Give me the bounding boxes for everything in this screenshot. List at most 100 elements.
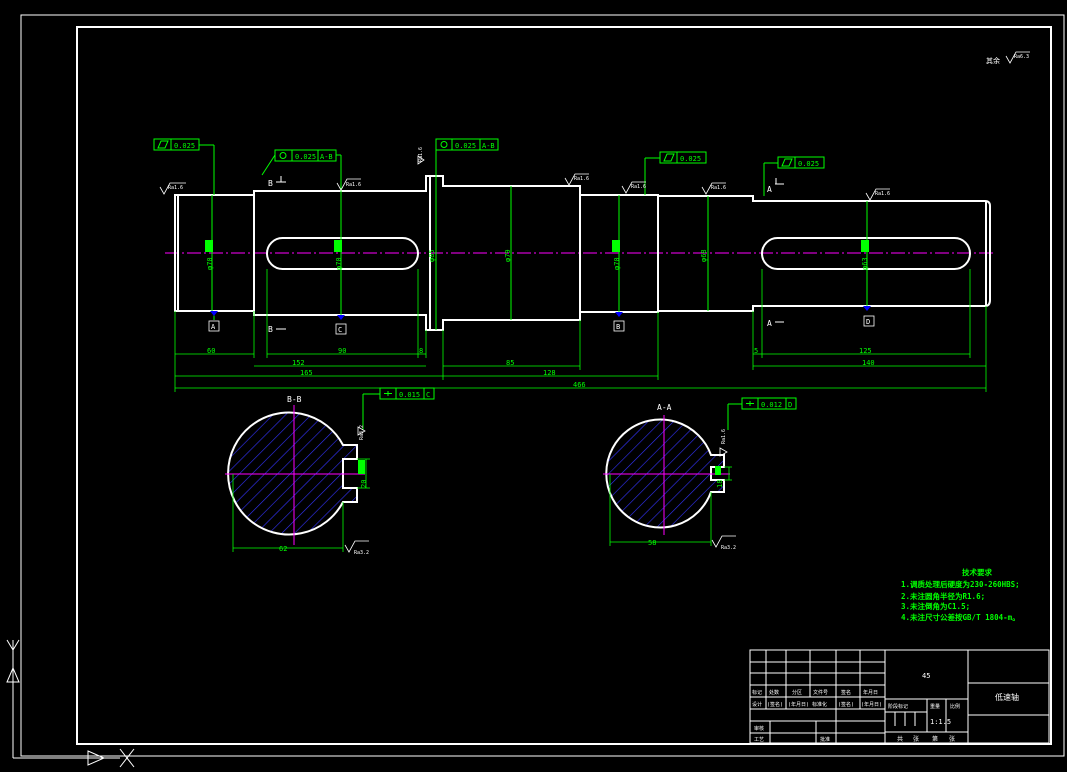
svg-text:B: B (268, 179, 273, 188)
svg-text:A: A (211, 323, 216, 331)
title-scale-label: 比例 (950, 703, 960, 710)
title-scale: 1:1.5 (930, 718, 951, 726)
title-sheets-1: 共 (897, 735, 903, 743)
datum-marker-b: B (613, 312, 625, 332)
diameter-label-4: φ79 (504, 249, 512, 262)
title-design-1: 设计 (752, 701, 762, 708)
svg-text:A: A (767, 319, 772, 328)
datum-marker-a: A (208, 311, 220, 332)
notes-line-1: 1.调质处理后硬度为230-260HBS; (901, 579, 1020, 589)
roughness-2: Ra1.6 (346, 182, 361, 188)
title-design-5: (签名) (838, 701, 854, 708)
title-design-6: (年月日) (861, 701, 882, 708)
svg-text:C: C (338, 326, 342, 334)
title-block (749, 649, 1050, 744)
section-bb-centerlines (225, 405, 365, 545)
tolerance-7-ref: D (788, 401, 792, 409)
title-row-6: 年月日 (863, 689, 878, 696)
diameter-label-6: φ68 (700, 249, 708, 262)
roughness-7: Ra1.6 (875, 191, 890, 197)
section-bb-marker (358, 460, 365, 474)
tolerance-6: 0.015 (399, 391, 420, 399)
keyway-right (761, 237, 971, 270)
title-row-1: 标记 (752, 689, 762, 696)
section-bb-width: 62 (279, 545, 287, 553)
tolerance-frame-7 (727, 397, 797, 430)
tolerance-3: 0.025 (455, 142, 476, 150)
title-design-3: (年月日) (788, 701, 809, 708)
dim-140: 140 (862, 359, 875, 367)
section-aa-width: 58 (648, 539, 656, 547)
section-aa-roughness-1: Ra1.6 (721, 429, 727, 444)
section-bb-label: B-B (287, 395, 302, 404)
notes-line-4: 4.未注尺寸公差按GB/T 1804-m。 (901, 612, 1020, 622)
title-sheets-4: 张 (949, 735, 955, 743)
tolerance-7: 0.012 (761, 401, 782, 409)
roughness-symbols (159, 155, 890, 201)
section-aa-roughness-symbols (711, 447, 736, 548)
dim-85: 85 (506, 359, 514, 367)
title-material: 45 (922, 672, 930, 680)
dim-165: 165 (300, 369, 313, 377)
tolerance-frame-5 (763, 156, 825, 196)
dim-466: 466 (573, 381, 586, 389)
roughness-6: Ra1.6 (711, 185, 726, 191)
inner-border (76, 26, 1052, 745)
tolerance-frame-1 (153, 138, 215, 195)
svg-text:A: A (767, 185, 772, 194)
tolerance-3-ref: A-B (482, 142, 495, 150)
tolerance-4: 0.025 (680, 155, 701, 163)
notes-title: 技术要求 (962, 567, 992, 577)
section-bb-roughness-2: Ra3.2 (354, 550, 369, 556)
title-review: 审核 (754, 725, 764, 732)
section-bb-roughness-symbols (344, 426, 369, 553)
tolerance-frame-2 (261, 149, 342, 191)
section-bb-dims (232, 458, 370, 552)
technical-notes: 技术要求 1.调质处理后硬度为230-260HBS; 2.未注圆角半径为R1.6… (901, 567, 1020, 622)
tolerance-5: 0.025 (798, 160, 819, 168)
dim-8: 8 (419, 347, 423, 355)
notes-line-2: 2.未注圆角半径为R1.6; (901, 591, 985, 601)
diameter-label-1: φ70 (206, 257, 214, 270)
corner-roughness-value: Ra6.3 (1014, 54, 1029, 60)
outer-border (20, 14, 1065, 757)
tolerance-frame-6 (362, 387, 435, 430)
notes-line-3: 3.未注倒角为C1.5; (901, 601, 970, 611)
title-part-name: 低速轴 (995, 692, 1019, 702)
title-design-4: 标准化 (812, 701, 827, 708)
dim-5: 5 (754, 347, 758, 355)
title-design-2: (签名) (767, 701, 783, 708)
dim-60: 60 (207, 347, 215, 355)
diameter-label-7: φ63 (861, 257, 869, 270)
title-row-2: 处数 (769, 689, 779, 696)
title-row-5: 签名 (841, 689, 851, 696)
section-aa-dims (609, 466, 732, 546)
corner-roughness-label: 其余 (986, 56, 1000, 65)
dim-90: 90 (338, 347, 346, 355)
section-aa-marker (715, 466, 721, 475)
tolerance-1: 0.025 (174, 142, 195, 150)
section-bb-depth: 20 (360, 480, 368, 488)
corner-roughness-symbol (1005, 51, 1030, 64)
title-sheets-2: 张 (913, 735, 919, 743)
title-weight-label: 重量 (930, 703, 940, 710)
tolerance-2-ref: A-B (320, 153, 333, 161)
roughness-4: Ra1.6 (574, 176, 589, 182)
title-approve: 批准 (820, 736, 830, 743)
tolerance-frame-3 (435, 138, 499, 176)
dimension-lines (174, 269, 987, 392)
dim-125: 125 (859, 347, 872, 355)
diameter-lines (211, 176, 868, 330)
section-bb-roughness-1: Ra3.2 (359, 425, 365, 440)
ucs-icon (6, 639, 135, 768)
roughness-5: Ra1.6 (631, 184, 646, 190)
roughness-3: Ra1.6 (418, 147, 424, 162)
diameter-markers (205, 240, 869, 252)
dim-128: 128 (543, 369, 556, 377)
section-aa-depth: 18 (716, 480, 724, 488)
diameter-label-2: φ70 (335, 257, 343, 270)
diameter-label-5: φ70 (613, 257, 621, 270)
svg-text:D: D (866, 318, 870, 326)
